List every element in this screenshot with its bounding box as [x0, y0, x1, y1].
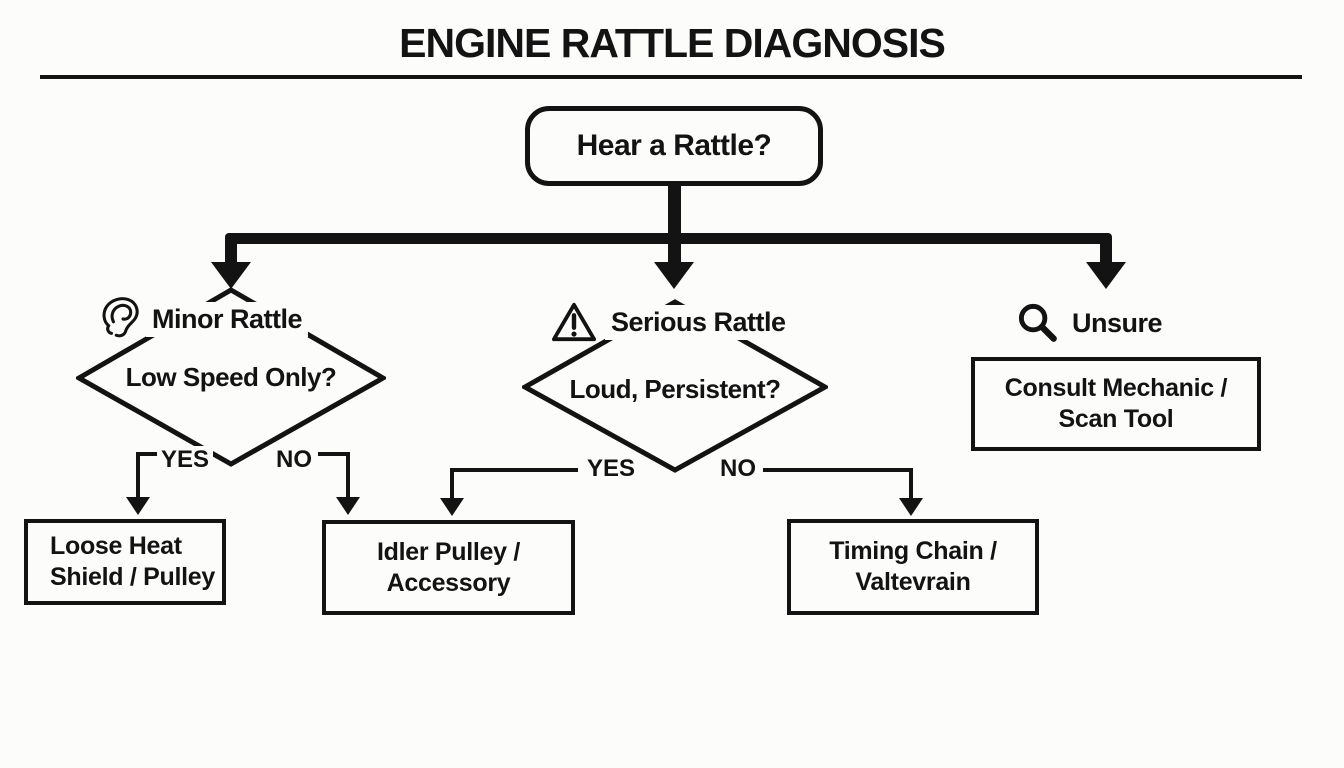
- outcome-box-loose-heat-shield: Loose Heat Shield / Pulley: [24, 519, 226, 605]
- edge-minor-no-line: [346, 452, 350, 498]
- edge-label-serious-yes: YES: [583, 455, 640, 483]
- edge-minor-yes-arrowhead: [126, 497, 150, 515]
- branch-label-serious: Serious Rattle: [605, 305, 792, 340]
- branch-arrowhead-minor: [211, 262, 251, 289]
- branch-arrowhead-unsure: [1086, 262, 1126, 289]
- edge-serious-no-line: [763, 468, 913, 472]
- magnifying-glass-icon: [1016, 301, 1061, 346]
- outcome-text-idler-pulley: Idler Pulley / Accessory: [376, 537, 521, 597]
- branch-stem-minor: [225, 240, 237, 265]
- branch-stem-serious: [668, 240, 681, 265]
- edge-minor-yes-line: [136, 452, 140, 498]
- decision-diamond-minor: [76, 287, 386, 467]
- decision-diamond-serious: [522, 299, 828, 473]
- branch-label-minor: Minor Rattle: [146, 302, 309, 337]
- branch-arrowhead-serious: [654, 262, 694, 289]
- outcome-box-idler-pulley: Idler Pulley / Accessory: [322, 520, 575, 615]
- edge-label-serious-no: NO: [716, 455, 760, 483]
- ear-icon: [100, 294, 146, 342]
- edge-serious-yes-line: [450, 468, 454, 499]
- warning-triangle-icon: [549, 300, 599, 344]
- branch-stem-unsure: [1100, 240, 1112, 265]
- edge-serious-yes-arrowhead: [440, 498, 464, 516]
- outcome-box-consult-mechanic: Consult Mechanic / Scan Tool: [971, 357, 1261, 451]
- edge-serious-yes-line: [450, 468, 578, 472]
- branch-label-unsure: Unsure: [1066, 306, 1169, 341]
- outcome-box-timing-chain: Timing Chain / Valtevrain: [787, 519, 1039, 615]
- decision-question-minor: Low Speed Only?: [125, 362, 337, 392]
- branch-distribution-bar: [225, 233, 1112, 244]
- page-title: ENGINE RATTLE DIAGNOSIS: [399, 20, 946, 66]
- edge-minor-yes-line: [136, 452, 158, 456]
- edge-serious-no-arrowhead: [899, 498, 923, 516]
- edge-label-minor-no: NO: [272, 446, 316, 474]
- title-underline: [40, 75, 1302, 79]
- edge-minor-no-arrowhead: [336, 497, 360, 515]
- root-question-box: Hear a Rattle?: [525, 106, 823, 186]
- decision-question-serious: Loud, Persistent?: [569, 374, 781, 404]
- edge-serious-no-line: [909, 468, 913, 499]
- outcome-text-consult-mechanic: Consult Mechanic / Scan Tool: [1004, 374, 1228, 433]
- edge-minor-no-line: [318, 452, 350, 456]
- root-question-label: Hear a Rattle?: [576, 129, 772, 162]
- outcome-text-loose-heat-shield: Loose Heat Shield / Pulley: [50, 532, 215, 591]
- outcome-text-timing-chain: Timing Chain / Valtevrain: [829, 537, 997, 596]
- edge-label-minor-yes: YES: [157, 446, 214, 474]
- trunk-line: [668, 186, 681, 236]
